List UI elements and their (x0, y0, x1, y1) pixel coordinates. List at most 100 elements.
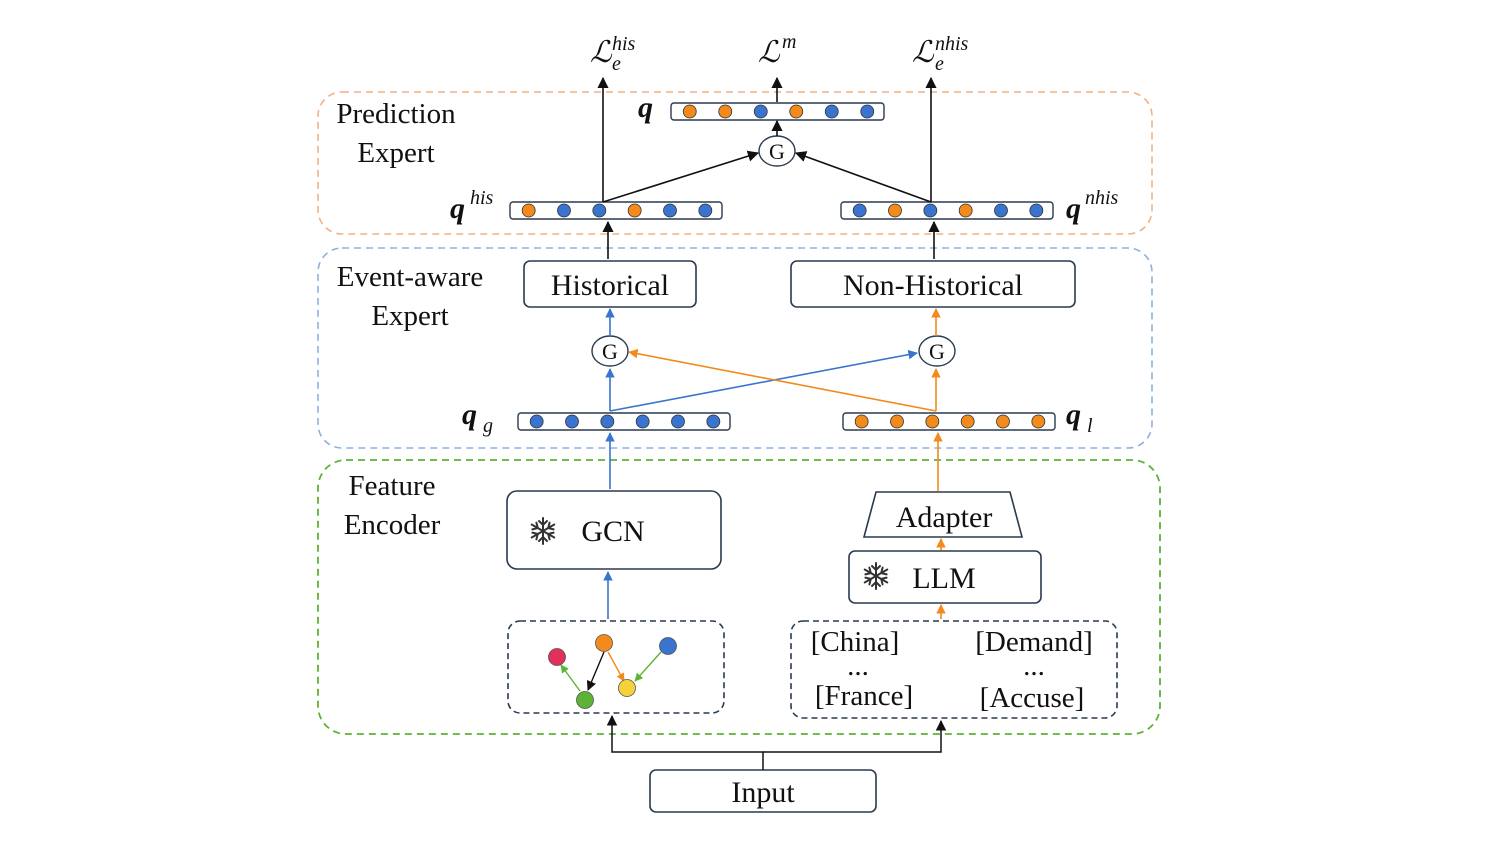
vector-element-blue (824, 104, 839, 119)
graph-node (659, 637, 677, 655)
input-box: Input (649, 769, 877, 813)
graph-node (548, 648, 566, 666)
q-nhis-symbol-text: q (1066, 192, 1081, 225)
loss-m-base: ℒ (758, 36, 781, 69)
input-label: Input (731, 776, 795, 809)
vector-element-orange (960, 414, 975, 429)
graph-node (595, 634, 613, 652)
vector-q-g (517, 412, 731, 431)
arrow-ql-to-gate-left (628, 348, 937, 412)
token-accuse: [Accuse] (980, 682, 1085, 714)
gate-left: G (591, 335, 629, 367)
vector-element-blue (753, 104, 768, 119)
vector-element-blue (698, 203, 713, 218)
vector-element-blue (529, 414, 544, 429)
q-symbol-text: q (638, 91, 653, 124)
loss-m: ℒ m (758, 31, 796, 69)
graph-node (618, 679, 636, 697)
token-demand: [Demand] (975, 626, 1093, 658)
vector-frame (509, 201, 723, 220)
q-nhis-symbol: q nhis (1066, 187, 1119, 225)
vector-element-blue (860, 104, 875, 119)
vector-element-orange (925, 414, 940, 429)
llm-box: LLM (848, 550, 1042, 604)
loss-his: ℒ his e (590, 33, 636, 75)
q-his-symbol-text: q (450, 192, 465, 225)
gate-right-label: G (929, 339, 945, 364)
vector-element-blue (706, 414, 721, 429)
gcn-box: GCN (506, 490, 722, 570)
q-l-symbol: q l (1066, 398, 1093, 437)
loss-nhis: ℒ nhis e (912, 33, 969, 75)
vector-frame (517, 412, 731, 431)
vector-element-orange (996, 414, 1010, 429)
vector-q-l (842, 412, 1056, 431)
loss-nhis-sub: e (935, 53, 944, 75)
q-g-sub: g (483, 415, 493, 437)
feature-label-line2: Encoder (344, 509, 441, 541)
vector-element-blue (663, 203, 677, 218)
vector-element-blue (1029, 203, 1044, 218)
q-symbol: q (638, 91, 653, 124)
token-france: [France] (815, 680, 913, 712)
q-his-symbol: q his (450, 187, 494, 225)
event-label-line1: Event-aware (337, 261, 484, 293)
loss-nhis-base: ℒ (912, 36, 935, 69)
vector-q (670, 102, 885, 121)
q-g-symbol: q g (462, 398, 493, 437)
prediction-expert-region (317, 91, 1153, 235)
historical-expert-box: Historical (523, 260, 697, 308)
vector-element-orange (958, 203, 973, 218)
graph-edge (634, 651, 662, 682)
vector-element-orange (1031, 414, 1046, 429)
vector-element-orange (718, 104, 733, 119)
gcn-label: GCN (581, 515, 644, 548)
historical-label: Historical (551, 269, 669, 302)
arrow-input-to-graph (606, 714, 764, 770)
vector-element-orange (888, 203, 902, 218)
vector-frame (842, 412, 1056, 431)
event-label-line2: Expert (371, 300, 448, 332)
gate-top-label: G (769, 139, 785, 164)
vector-element-orange (521, 203, 536, 218)
graph-edge (607, 651, 625, 682)
vector-element-blue (557, 203, 571, 218)
arrow-qg-to-gate-right (609, 349, 918, 412)
token-ellipsis-2: ... (1023, 650, 1045, 682)
gate-right: G (918, 335, 956, 367)
adapter-label: Adapter (896, 501, 993, 534)
loss-his-base: ℒ (590, 36, 613, 69)
token-china: [China] (811, 626, 900, 658)
text-input-box: [China] ... [France] [Demand] ... [Accus… (790, 620, 1118, 719)
loss-his-sub: e (612, 53, 621, 75)
vector-element-blue (994, 203, 1008, 218)
non-historical-expert-box: Non-Historical (790, 260, 1076, 308)
vector-frame (840, 201, 1054, 220)
vector-element-blue (600, 414, 615, 429)
vector-element-orange (682, 104, 697, 119)
loss-m-sup: m (782, 31, 796, 53)
vector-element-orange (627, 203, 642, 218)
vector-element-blue (852, 203, 867, 218)
connectors (597, 76, 947, 770)
vector-q-his (509, 201, 723, 220)
adapter-box: Adapter (862, 491, 1024, 538)
graph-edge (586, 651, 605, 691)
prediction-label-line1: Prediction (336, 98, 456, 130)
vector-element-orange (854, 414, 869, 429)
arrow-qhis-to-gate-top (602, 150, 760, 203)
token-ellipsis-1: ... (847, 650, 869, 682)
graph-input-box (507, 620, 725, 714)
q-l-symbol-text: q (1066, 398, 1081, 431)
feature-encoder-region (317, 459, 1161, 735)
vector-element-blue (671, 414, 685, 429)
gate-top: G (758, 135, 796, 167)
vector-frame (670, 102, 885, 121)
event-aware-expert-region (317, 247, 1153, 449)
vector-element-orange (789, 104, 804, 119)
svg-text:ℒ: ℒ (590, 36, 613, 69)
q-his-sup: his (470, 187, 494, 209)
non-historical-label: Non-Historical (843, 269, 1023, 302)
feature-label-line1: Feature (349, 470, 436, 502)
